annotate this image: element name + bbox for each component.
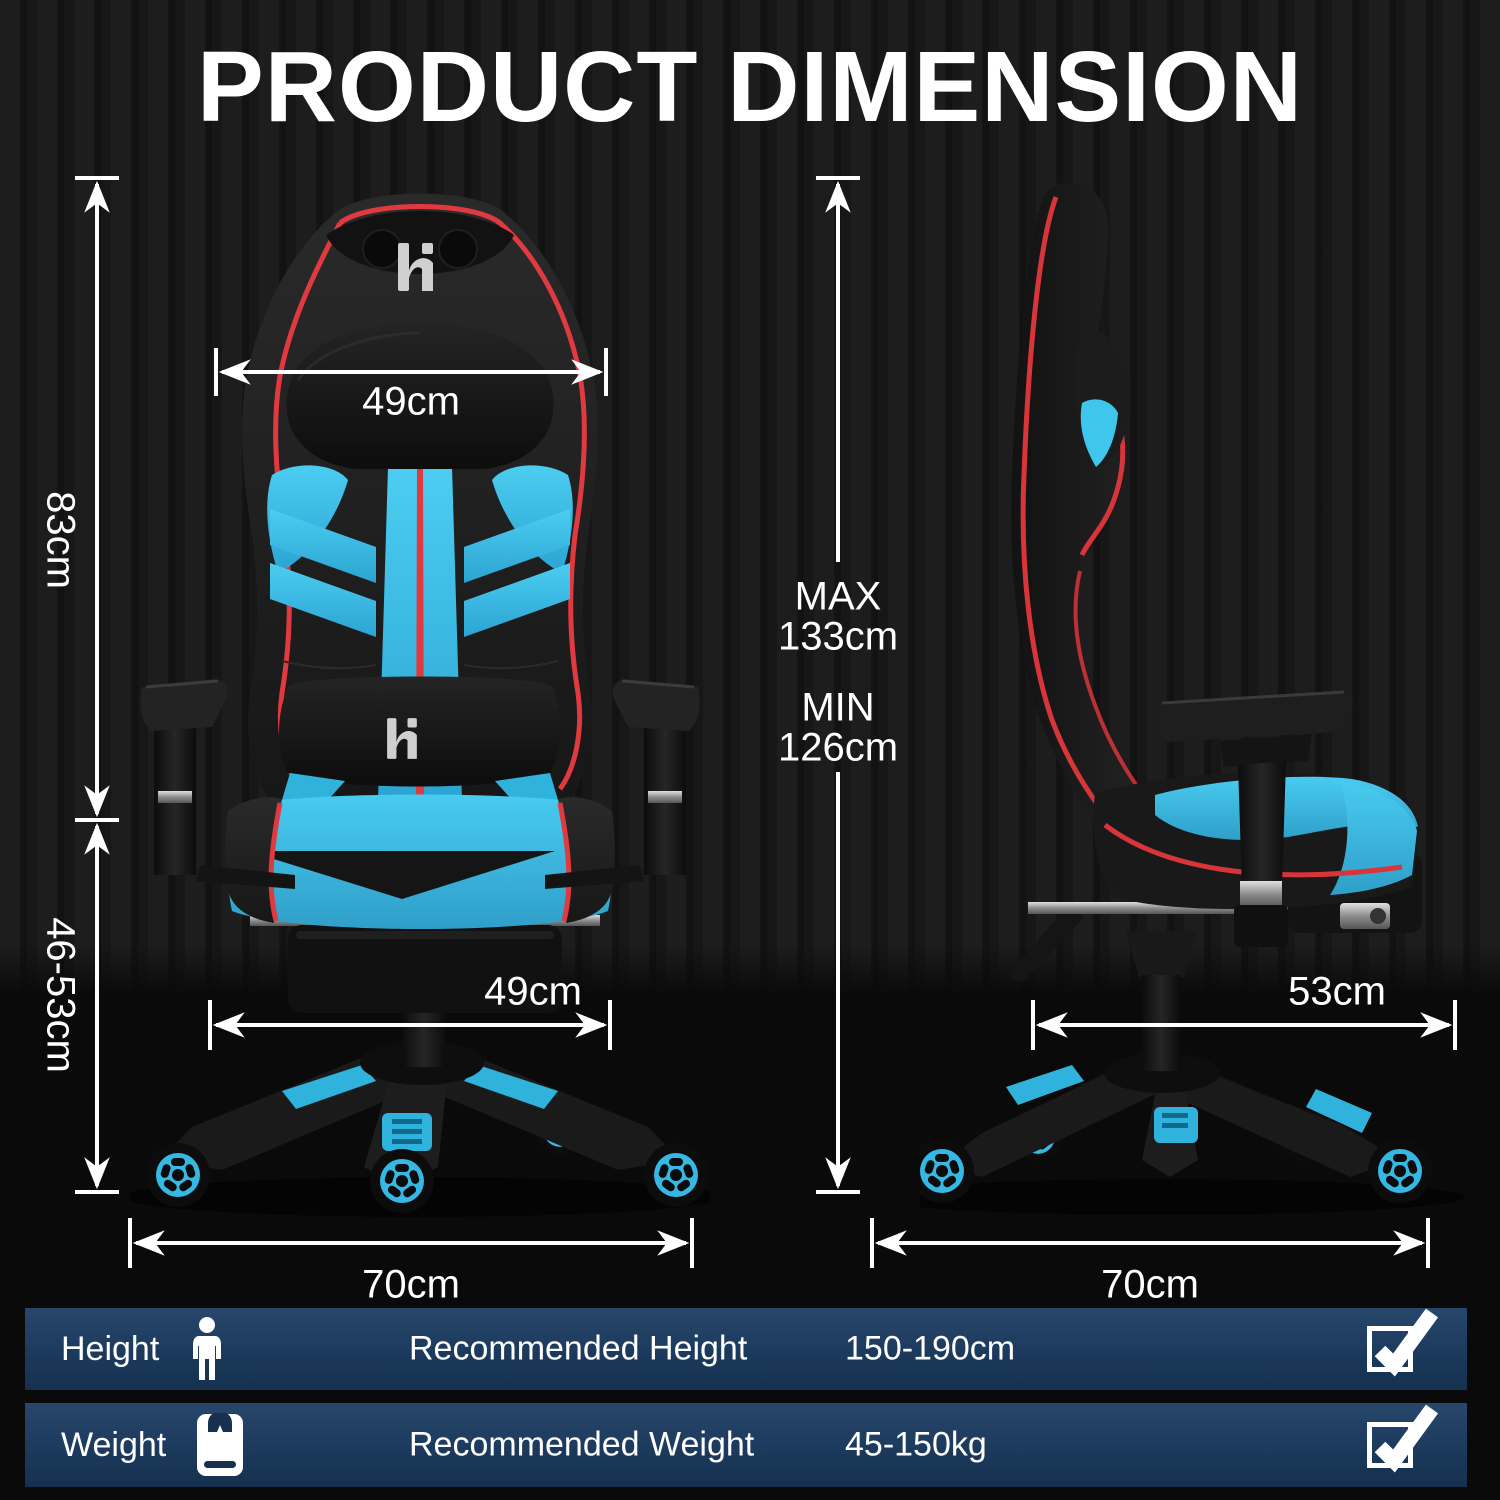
recommended-height-label: Recommended Height <box>409 1329 748 1368</box>
front-chair-seat <box>225 794 615 929</box>
side-chair-shadow <box>920 1179 1465 1215</box>
table-row-weight-spec-cell: Recommended Weight 45-150kg <box>255 1403 1467 1487</box>
backrest-width-label: 49cm <box>362 379 460 424</box>
seat-depth-label: 53cm <box>1288 969 1386 1014</box>
seat-height-label: 46-53cm <box>38 917 83 1073</box>
height-category-label: Height <box>61 1329 160 1368</box>
height-checked-checkbox-icon <box>1367 1308 1439 1377</box>
page-title: PRODUCT DIMENSION <box>197 31 1303 143</box>
base-width-right-label: 70cm <box>1101 1262 1199 1307</box>
front-chair-base <box>146 1041 708 1213</box>
weight-category-label: Weight <box>61 1425 167 1464</box>
back-height-label: 83cm <box>38 491 83 589</box>
table-row-weight-category-cell: Weight <box>25 1403 281 1487</box>
lumbar-pillow <box>279 676 560 787</box>
weight-checked-checkbox-icon <box>1367 1404 1439 1473</box>
scale-icon <box>197 1413 244 1476</box>
recommended-weight-label: Recommended Weight <box>409 1425 755 1464</box>
table-row-height-category-cell: Height <box>25 1308 281 1390</box>
min-height-value: 126cm <box>777 725 899 770</box>
max-height-value: 133cm <box>777 614 899 659</box>
recommended-weight-value: 45-150kg <box>845 1425 987 1464</box>
side-chair-gas-lift <box>1010 901 1198 1071</box>
max-height-caption: MAX <box>794 574 882 619</box>
front-view-chair-image <box>130 193 710 1217</box>
recommended-height-value: 150-190cm <box>845 1329 1016 1368</box>
min-height-caption: MIN <box>801 685 875 730</box>
right-armrest <box>545 679 700 889</box>
side-chair-base <box>920 1053 1432 1203</box>
table-row-height-spec-cell: Recommended Height 150-190cm <box>255 1308 1467 1390</box>
base-width-left-label: 70cm <box>362 1262 460 1307</box>
seat-width-label: 49cm <box>484 969 582 1014</box>
left-armrest <box>140 679 295 889</box>
side-armrest <box>1154 690 1353 947</box>
side-view-chair-image <box>920 182 1465 1215</box>
person-icon <box>193 1317 222 1380</box>
